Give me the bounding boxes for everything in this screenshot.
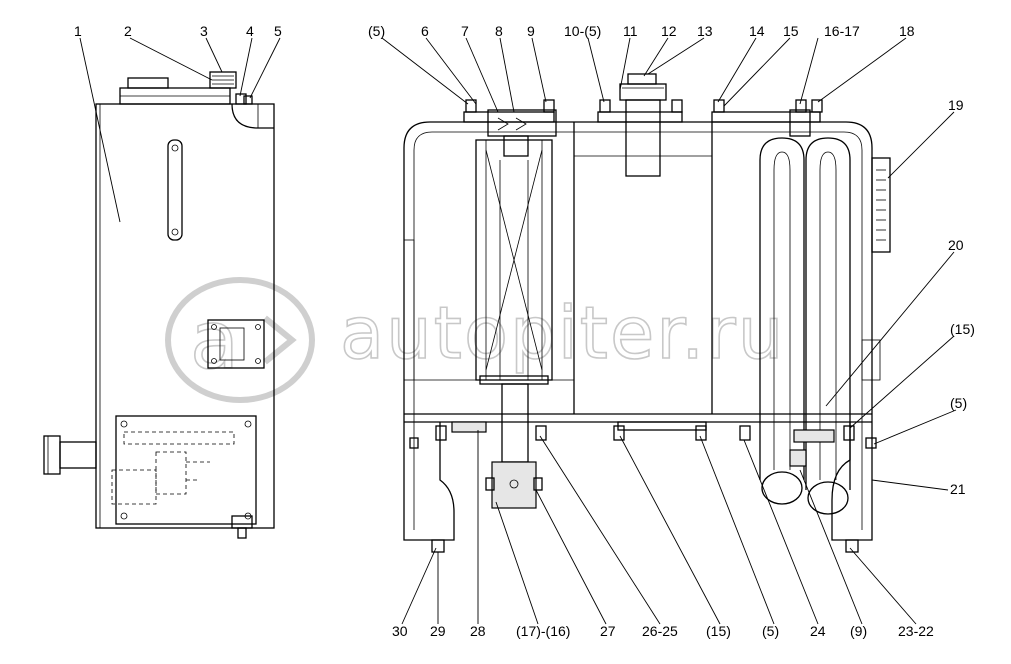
callout-23-22: 23-22 bbox=[898, 623, 934, 639]
callout-8: 8 bbox=[495, 23, 503, 39]
callout-12: 12 bbox=[661, 23, 677, 39]
callout-15: 15 bbox=[783, 23, 799, 39]
callout-15-ref: (15) bbox=[950, 321, 975, 337]
callout-18: 18 bbox=[899, 23, 915, 39]
callout-27: 27 bbox=[600, 623, 616, 639]
callout-5-ref: (5) bbox=[368, 23, 385, 39]
watermark-logo: a bbox=[190, 294, 241, 387]
callout-1: 1 bbox=[74, 23, 82, 39]
callout-10: 10-(5) bbox=[564, 23, 601, 39]
callout-5-ref-bottom: (5) bbox=[762, 623, 779, 639]
callout-17-16-ref: (17)-(16) bbox=[516, 623, 570, 639]
watermark-text: autopiter.ru bbox=[340, 291, 785, 375]
callout-26-25: 26-25 bbox=[642, 623, 678, 639]
callout-14: 14 bbox=[749, 23, 765, 39]
callout-29: 29 bbox=[430, 623, 446, 639]
callout-11: 11 bbox=[623, 23, 638, 39]
callout-30: 30 bbox=[392, 623, 408, 639]
callout-21: 21 bbox=[950, 481, 966, 497]
section-view bbox=[403, 73, 891, 553]
callout-13: 13 bbox=[697, 23, 713, 39]
leader-lines bbox=[79, 37, 957, 625]
callout-2: 2 bbox=[124, 23, 132, 39]
callout-28: 28 bbox=[470, 623, 486, 639]
callout-4: 4 bbox=[246, 23, 254, 39]
callout-5-ref-right: (5) bbox=[950, 395, 967, 411]
callout-7: 7 bbox=[461, 23, 469, 39]
callout-19: 19 bbox=[948, 97, 964, 113]
callout-16-17: 16-17 bbox=[824, 23, 860, 39]
callout-labels: 1 2 3 4 5 (5) 6 7 8 9 10-(5) 11 12 13 14… bbox=[74, 23, 975, 639]
callout-24: 24 bbox=[810, 623, 826, 639]
side-view bbox=[43, 71, 275, 539]
callout-15-ref-bottom: (15) bbox=[706, 623, 731, 639]
callout-5: 5 bbox=[274, 23, 282, 39]
callout-20: 20 bbox=[948, 237, 964, 253]
callout-9-ref: (9) bbox=[850, 623, 867, 639]
callout-6: 6 bbox=[421, 23, 429, 39]
watermark: a autopiter.ru bbox=[165, 277, 785, 403]
callout-9: 9 bbox=[527, 23, 535, 39]
callout-3: 3 bbox=[200, 23, 208, 39]
